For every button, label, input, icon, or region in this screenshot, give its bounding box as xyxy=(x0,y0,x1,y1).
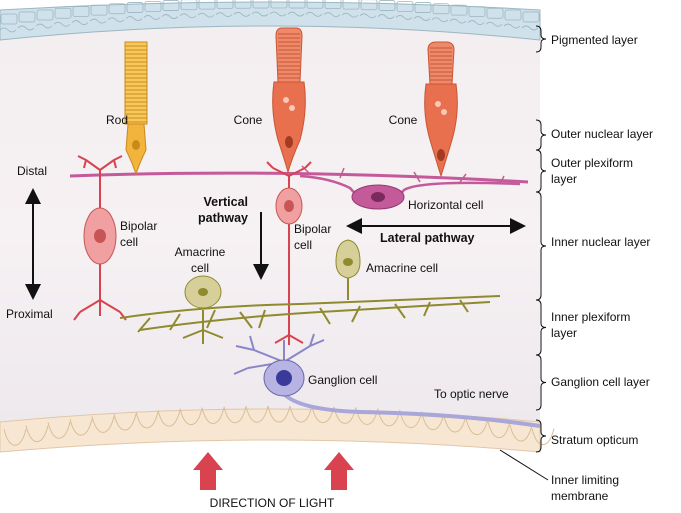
lateral-pathway-label: Lateral pathway xyxy=(380,231,475,245)
outer-plexiform-band xyxy=(69,171,529,184)
inner-plexiform-dendrites xyxy=(119,295,501,333)
cone-cell-center xyxy=(272,27,306,174)
amacrine-right-label: Amacrine cell xyxy=(366,261,438,275)
proximal-label: Proximal xyxy=(6,307,53,321)
inner-nuclear-layer-label: Inner nuclear layer xyxy=(551,235,650,249)
optic-nerve-label: To optic nerve xyxy=(434,387,509,401)
bipolar-center-label-1: Bipolar xyxy=(294,222,331,236)
amacrine-cell-right xyxy=(335,239,361,300)
stratum-opticum-label: Stratum opticum xyxy=(551,433,638,447)
horizontal-cell-label: Horizontal cell xyxy=(408,198,483,212)
distal-label: Distal xyxy=(17,164,47,178)
inner-limiting-leader xyxy=(499,449,549,481)
ganglion-cell-layer-label: Ganglion cell layer xyxy=(551,375,650,389)
amacrine-cell-left xyxy=(182,275,224,344)
pigmented-layer-label: Pigmented layer xyxy=(551,33,638,47)
cone-left-label: Cone xyxy=(234,113,263,127)
vertical-pathway-label-2: pathway xyxy=(198,211,248,225)
bipolar-left-label-2: cell xyxy=(120,235,138,249)
cone-right-label: Cone xyxy=(389,113,418,127)
amacrine-left-label-1: Amacrine xyxy=(175,245,226,259)
bipolar-center-label-2: cell xyxy=(294,238,312,252)
horizontal-cell xyxy=(299,165,521,210)
vertical-pathway-label-1: Vertical xyxy=(204,195,248,209)
inner-limiting-label-2: membrane xyxy=(551,489,609,503)
layer-brackets xyxy=(535,25,547,453)
bipolar-cell-left xyxy=(73,155,127,321)
light-arrow-left xyxy=(193,452,223,490)
bipolar-cell-center xyxy=(266,161,312,345)
rod-cell xyxy=(124,41,148,176)
amacrine-left-label-2: cell xyxy=(191,261,209,275)
light-arrow-right xyxy=(324,452,354,490)
stratum-opticum-band xyxy=(0,405,555,453)
rod-label: Rod xyxy=(106,113,128,127)
inner-plexiform-label-1: Inner plexiform xyxy=(551,310,630,324)
ganglion-cell-label: Ganglion cell xyxy=(308,373,377,387)
outer-nuclear-layer-label: Outer nuclear layer xyxy=(551,127,653,141)
cone-cell-right xyxy=(424,41,458,178)
direction-of-light-label: DIRECTION OF LIGHT xyxy=(210,496,335,510)
bipolar-left-label-1: Bipolar xyxy=(120,219,157,233)
pigmented-epithelium xyxy=(0,0,541,41)
inner-limiting-label-1: Inner limiting xyxy=(551,473,619,487)
inner-plexiform-label-2: layer xyxy=(551,326,577,340)
ganglion-cell xyxy=(233,333,541,428)
outer-plexiform-label-1: Outer plexiform xyxy=(551,156,633,170)
outer-plexiform-label-2: layer xyxy=(551,172,577,186)
